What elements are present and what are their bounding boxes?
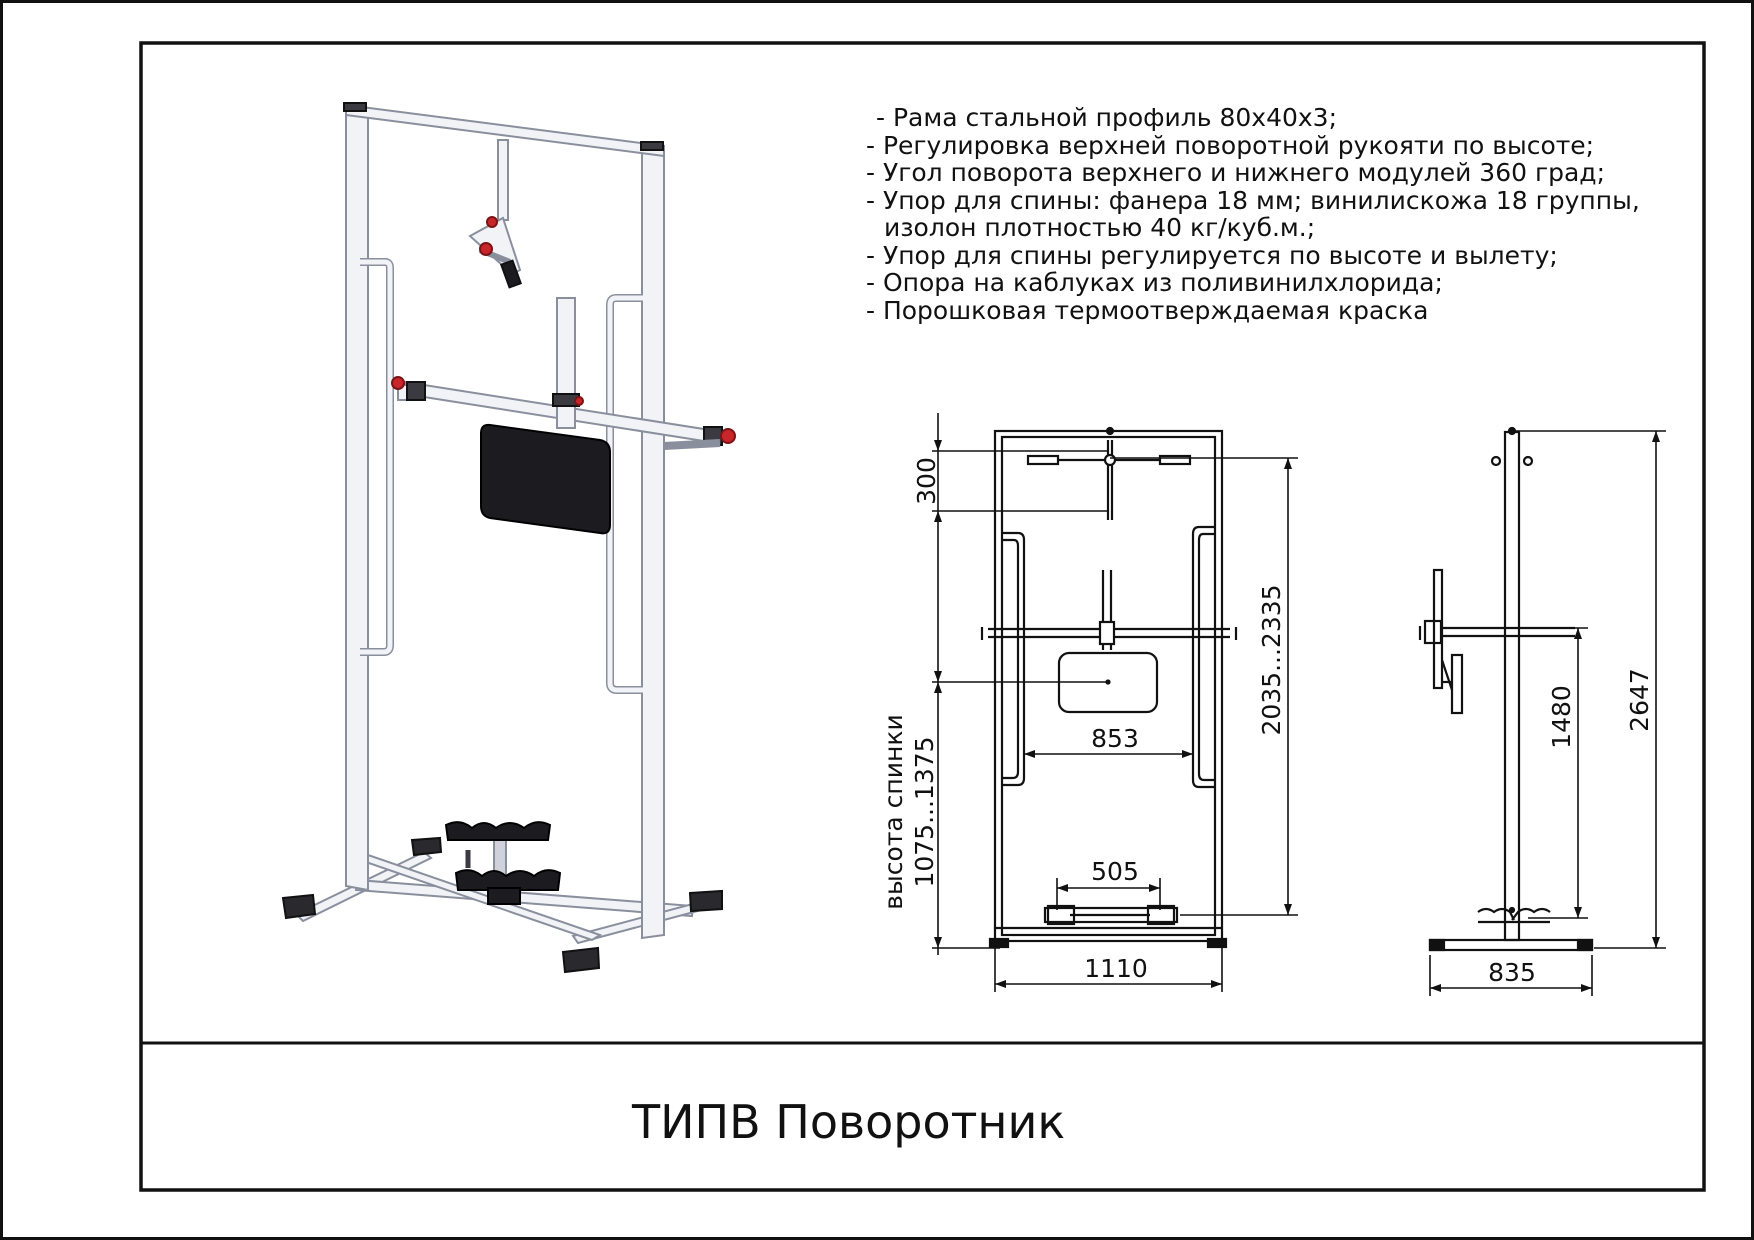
spec-item: - Порошковая термоотверждаемая краска [866,295,1429,325]
front-foot [988,937,1010,949]
side-dimensions [1429,430,1666,996]
front-handle-hub [1103,453,1117,467]
crossbar-extension [663,439,721,450]
right-side-handle [607,295,643,693]
foot-pad [561,946,601,974]
side-knob [1490,455,1502,467]
side-back-post [1432,568,1444,690]
side-base-foot [1576,938,1594,952]
dim-label-1110: 1110 [1084,954,1148,983]
side-knob [1522,455,1534,467]
side-base [1428,938,1594,952]
dim-label-height-range: 2035...2335 [1257,584,1286,735]
foot-plate-upper [444,821,552,841]
front-left-handle [1002,531,1026,787]
machine-render [281,102,736,974]
front-handle-grip [1026,454,1060,466]
upright-cap [343,102,367,112]
upper-handle-post [497,139,509,221]
front-foot [1206,937,1228,949]
front-foot-plate [1043,906,1179,924]
dim-label-835: 835 [1488,958,1536,987]
clamp-block [406,381,426,401]
spec-item: - Упор для спины регулируется по высоте … [866,240,1558,270]
upright-cap [640,141,664,151]
left-side-handle [360,259,393,655]
side-view [1418,426,1594,952]
dim-label-2647: 2647 [1625,668,1654,732]
foot-pad [281,893,317,920]
right-side-handle [606,294,643,694]
left-upright [345,103,369,892]
foot-base-plate [487,887,521,905]
adjust-knob [486,216,498,228]
front-left-handle [1002,538,1020,780]
foot-pad [410,836,443,857]
spec-item: - Опора на каблуках из поливинилхлорида; [866,268,1443,297]
dim-label-back-height: высота спинки [879,714,908,909]
dimension-arrows [934,440,1292,988]
foot-pad [688,889,723,913]
adjust-knob [391,376,405,390]
front-dimensions [932,413,1298,992]
side-base-foot [1428,938,1446,952]
right-upright [641,144,665,940]
front-right-handle [1191,525,1215,789]
spec-item: - Угол поворота верхнего и нижнего модул… [866,158,1606,187]
side-pad-link [1440,659,1454,691]
upper-handle-grip [499,259,523,289]
dim-label-back-range: 1075...1375 [910,736,939,887]
front-frame-inner [1000,435,1217,937]
dim-label-853: 853 [1091,724,1139,753]
specification-list: - Рама стальной профиль 80х40х3; - Регул… [866,104,1706,324]
front-post-clamp [1098,620,1116,646]
spec-item: - Регулировка верхней поворотной рукояти… [866,130,1595,160]
front-view [980,426,1238,949]
dim-label-1480: 1480 [1547,685,1576,749]
adjust-knob [479,242,493,256]
spec-item: - Упор для спины: фанера 18 мм; винилиск… [866,185,1640,215]
front-right-handle [1197,532,1215,782]
adjust-knob [574,396,584,406]
drawing-frame [139,41,1706,1192]
spec-item: изолон плотностью 40 кг/куб.м.; [884,213,1316,242]
back-post [556,297,576,429]
foot-plate-lower [454,869,562,891]
side-foot-plate [1477,907,1551,921]
dim-label-505: 505 [1091,857,1139,886]
side-foot-pin [1508,906,1516,914]
front-top-cap [1105,426,1115,436]
side-top-cap [1507,426,1517,436]
dim-label-300: 300 [912,457,941,505]
adjust-knob [720,428,736,444]
spec-item: - Рама стальной профиль 80х40х3; [876,103,1337,132]
side-back-pad [1450,653,1464,715]
front-handle-grip [1158,454,1192,466]
page-title: ТИПВ Поворотник [632,1095,1066,1149]
side-dimension-arrows [1430,431,1660,992]
back-pad [480,423,611,535]
side-upright [1503,430,1521,942]
